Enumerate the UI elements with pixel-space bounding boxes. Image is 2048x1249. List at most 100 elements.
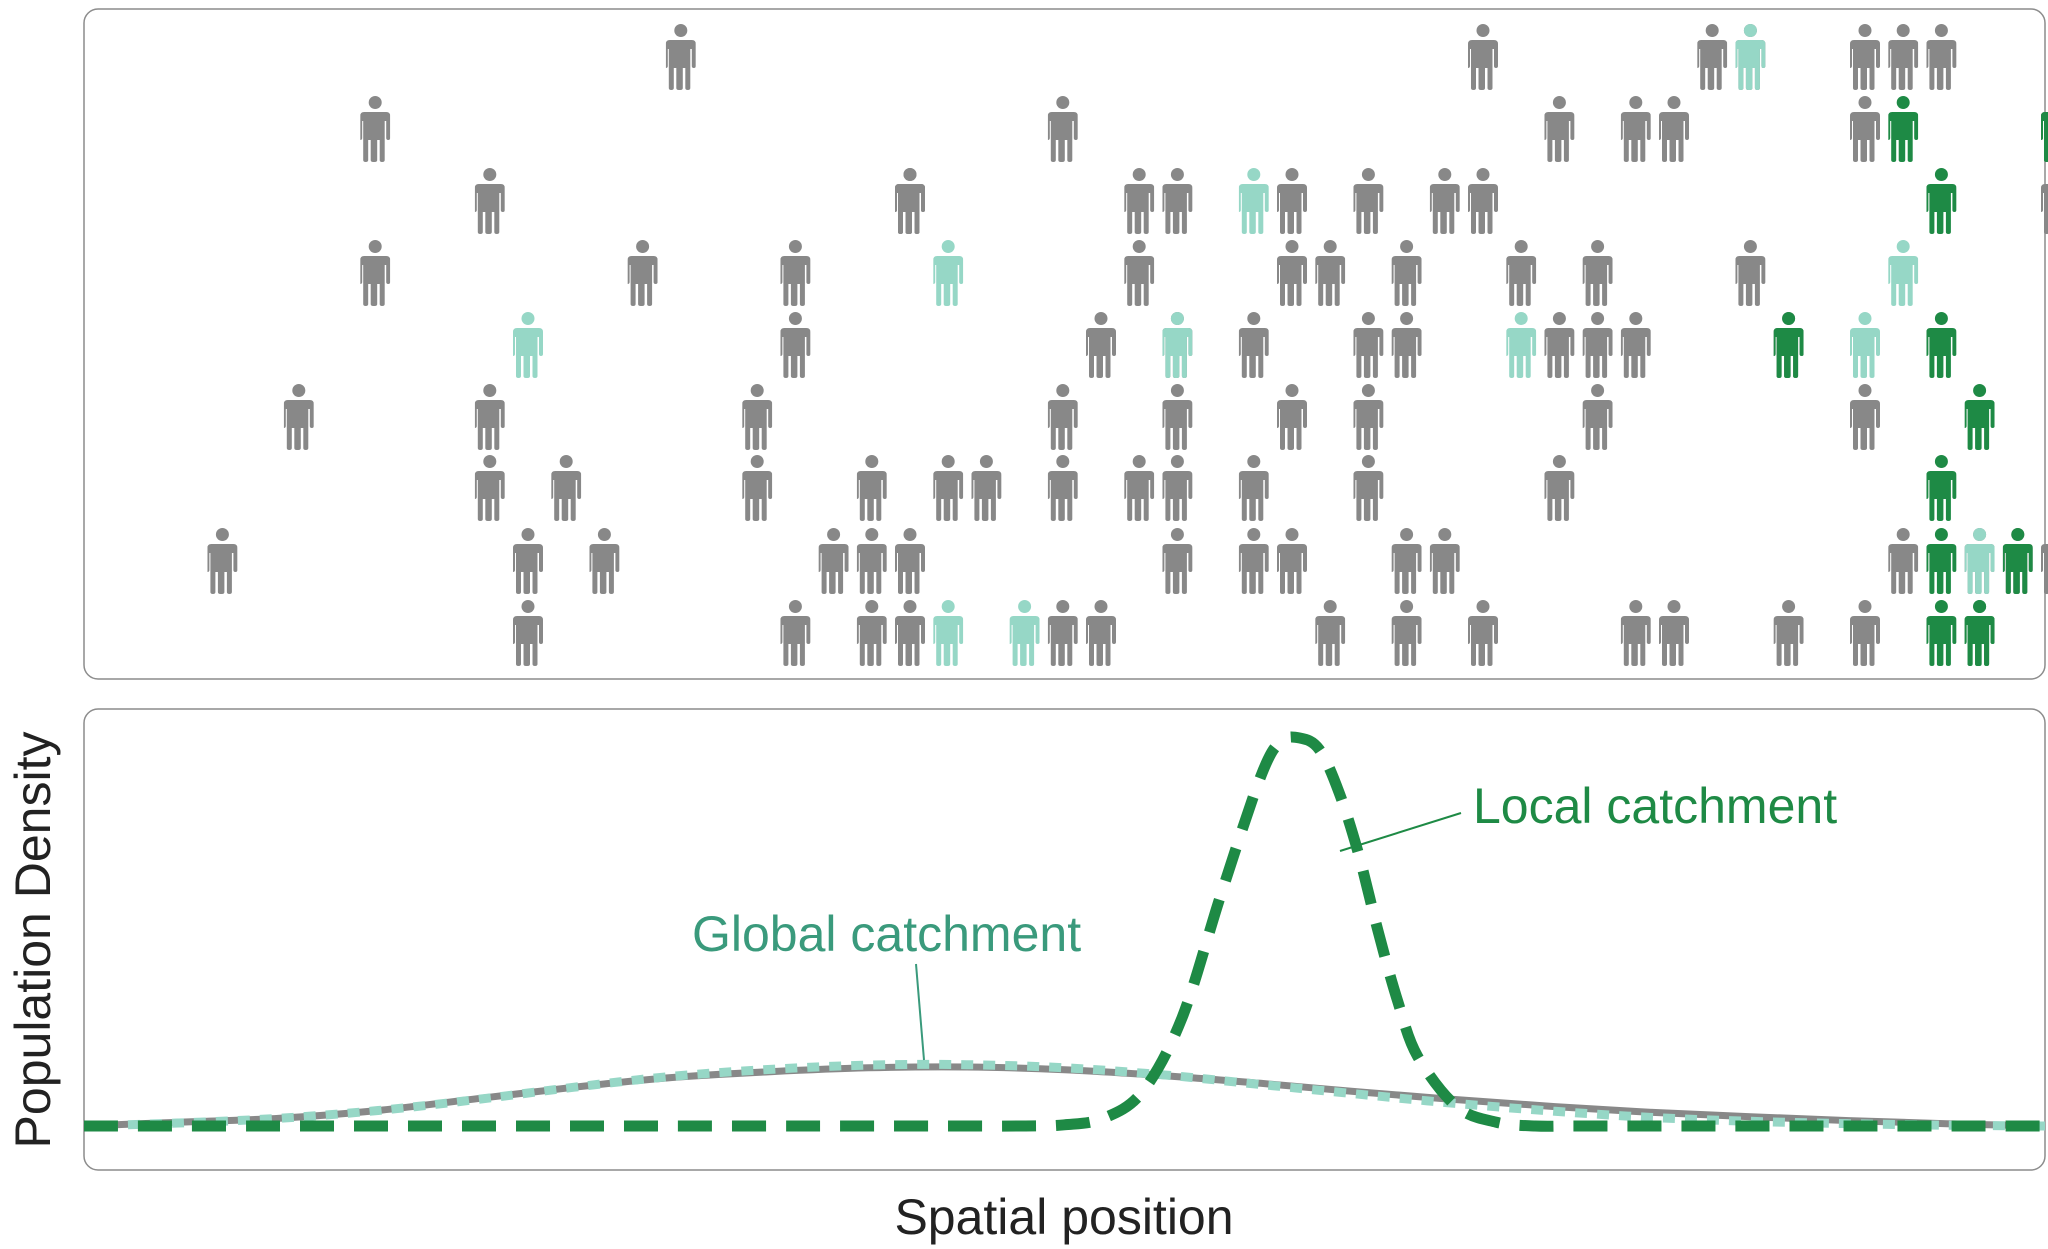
population-row <box>360 96 2048 162</box>
grey-person-icon <box>1391 312 1422 378</box>
grey-person-icon <box>1468 168 1498 234</box>
density-panel <box>83 708 2046 1171</box>
grey-person-icon <box>1086 600 1116 666</box>
grey-person-icon <box>1047 384 1078 450</box>
grey-person-icon <box>1086 312 1116 378</box>
grey-person-icon <box>1124 168 1155 234</box>
grey-person-icon <box>1582 384 1613 450</box>
grey-person-icon <box>1047 455 1078 521</box>
local-catchment-person-icon <box>2002 528 2033 594</box>
grey-person-icon <box>1391 600 1422 666</box>
global-catchment-person-icon <box>1964 528 1995 594</box>
local-catchment-person-icon <box>1926 168 1957 234</box>
grey-person-icon <box>1353 168 1384 234</box>
grey-person-icon <box>360 96 391 162</box>
grey-person-icon <box>818 528 849 594</box>
grey-person-icon <box>1162 384 1193 450</box>
grey-person-icon <box>856 528 887 594</box>
local-catchment-label: Local catchment <box>1473 778 1837 834</box>
grey-person-icon <box>360 240 391 306</box>
grey-person-icon <box>1353 455 1384 521</box>
global-catchment-person-icon <box>933 240 964 306</box>
grey-person-icon <box>971 455 1002 521</box>
grey-person-icon <box>1582 240 1613 306</box>
grey-person-icon <box>780 600 811 666</box>
grey-person-icon <box>1850 384 1880 450</box>
grey-person-icon <box>1773 600 1804 666</box>
grey-person-icon <box>1544 312 1575 378</box>
grey-person-icon <box>1391 528 1422 594</box>
grey-person-icon <box>1391 240 1422 306</box>
local-catchment-person-icon <box>1773 312 1804 378</box>
grey-person-icon <box>1277 240 1307 306</box>
grey-person-icon <box>1238 312 1269 378</box>
global-catchment-label: Global catchment <box>692 906 1081 962</box>
grey-person-icon <box>1620 312 1651 378</box>
local-catchment-person-icon <box>1964 600 1995 666</box>
grey-person-icon <box>1429 528 1460 594</box>
local-catchment-person-icon <box>1888 96 1919 162</box>
global-catchment-person-icon <box>1888 240 1919 306</box>
grey-person-icon <box>1735 240 1766 306</box>
global-catchment-leader-line <box>915 963 925 1061</box>
grey-person-icon <box>283 384 314 450</box>
local-catchment-person-icon <box>1926 455 1957 521</box>
grey-person-icon <box>933 455 964 521</box>
global-catchment-person-icon <box>1009 600 1040 666</box>
grey-person-icon <box>1047 96 1078 162</box>
grey-person-icon <box>1124 240 1155 306</box>
grey-person-icon <box>856 600 887 666</box>
grey-person-icon <box>1582 312 1613 378</box>
grey-person-icon <box>895 528 925 594</box>
total-population-density-line <box>83 1063 2046 1130</box>
local-catchment-person-icon <box>1926 312 1957 378</box>
global-catchment-person-icon <box>1735 24 1766 90</box>
grey-person-icon <box>627 240 658 306</box>
density-curves <box>83 731 2046 1132</box>
grey-person-icon <box>1277 528 1307 594</box>
grey-person-icon <box>1697 24 1728 90</box>
grey-person-icon <box>1277 384 1307 450</box>
grey-person-icon <box>1429 168 1460 234</box>
local-catchment-person-icon <box>1926 528 1957 594</box>
grey-person-icon <box>1162 455 1193 521</box>
grey-person-icon <box>474 455 505 521</box>
grey-person-icon <box>1238 528 1269 594</box>
grey-person-icon <box>1468 600 1498 666</box>
grey-person-icon <box>665 24 696 90</box>
local-catchment-line <box>83 731 2045 1132</box>
grey-person-icon <box>1162 528 1193 594</box>
grey-person-icon <box>742 384 773 450</box>
grey-person-icon <box>1888 528 1919 594</box>
population-row <box>665 24 1957 90</box>
grey-person-icon <box>1926 24 1957 90</box>
grey-person-icon <box>1659 600 1689 666</box>
global-catchment-person-icon <box>1850 312 1880 378</box>
global-catchment-person-icon <box>933 600 964 666</box>
grey-person-icon <box>1353 384 1384 450</box>
grey-person-icon <box>1544 96 1575 162</box>
grey-person-icon <box>589 528 620 594</box>
grey-person-icon <box>1124 455 1155 521</box>
grey-person-icon <box>207 528 238 594</box>
global-catchment-person-icon <box>1162 312 1193 378</box>
grey-person-icon <box>1315 240 1346 306</box>
grey-person-icon <box>513 600 543 666</box>
grey-person-icon <box>742 455 773 521</box>
grey-person-icon <box>1888 24 1919 90</box>
grey-person-icon <box>1850 96 1880 162</box>
population-row <box>207 528 2048 594</box>
grey-person-icon <box>474 168 505 234</box>
grey-person-icon <box>856 455 887 521</box>
grey-person-icon <box>1468 24 1498 90</box>
grey-person-icon <box>1850 600 1880 666</box>
grey-person-icon <box>895 600 925 666</box>
local-catchment-person-icon <box>1964 384 1995 450</box>
grey-person-icon <box>1315 600 1346 666</box>
grey-person-icon <box>551 455 582 521</box>
grey-person-icon <box>895 168 925 234</box>
grey-person-icon <box>1659 96 1689 162</box>
global-catchment-person-icon <box>513 312 543 378</box>
global-catchment-person-icon <box>1238 168 1269 234</box>
